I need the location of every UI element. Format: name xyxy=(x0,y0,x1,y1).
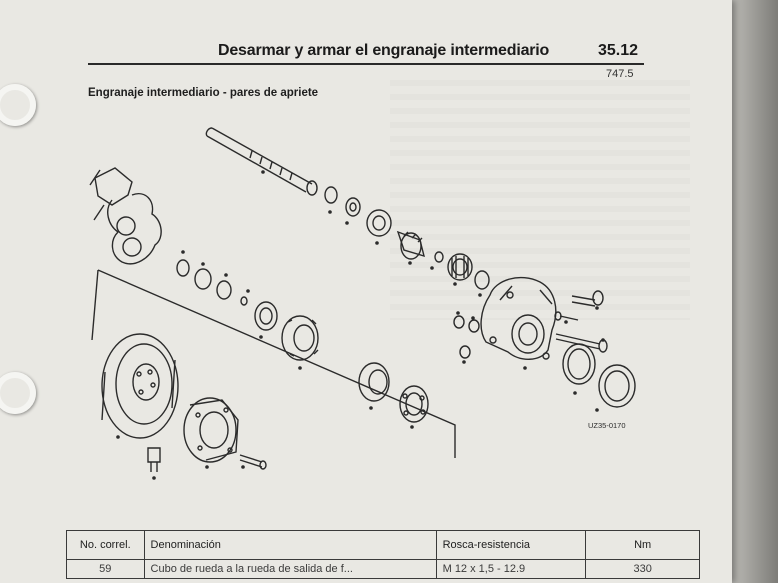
drawing-number: UZ35-0170 xyxy=(588,421,626,430)
col-header-torque: Nm xyxy=(585,530,700,560)
drive-wheel xyxy=(101,333,179,439)
roller-bearing xyxy=(399,385,429,423)
col-header-designation: Denominación xyxy=(143,530,437,560)
cell-torque: 330 xyxy=(585,559,700,579)
binder-ring xyxy=(0,372,36,414)
bleed-through-text xyxy=(390,80,690,320)
housing-fragment xyxy=(89,167,162,265)
cell-number: 59 xyxy=(66,559,145,579)
cell-thread: M 12 x 1,5 - 12.9 xyxy=(435,559,587,579)
col-header-number: No. correl. xyxy=(66,530,145,560)
binder-ring xyxy=(0,84,36,126)
pinion-gear xyxy=(396,230,425,260)
taper-bearing-1 xyxy=(254,301,278,331)
manual-page: Desarmar y armar el engranaje intermedia… xyxy=(0,0,732,583)
cover-housing xyxy=(480,276,557,360)
page-title: Desarmar y armar el engranaje intermedia… xyxy=(218,42,550,59)
model-code: 747.5 xyxy=(606,68,634,80)
wheel-hub xyxy=(183,397,239,463)
figure-subtitle: Engranaje intermediario - pares de aprie… xyxy=(88,87,319,99)
torque-table: No. correl. Denominación Rosca-resistenc… xyxy=(66,530,700,579)
needle-bearing xyxy=(447,253,473,281)
section-number: 35.12 xyxy=(598,42,639,59)
cell-designation: Cubo de rueda a la rueda de salida de f.… xyxy=(143,559,437,579)
table-row: 59 Cubo de rueda a la rueda de salida de… xyxy=(66,559,700,579)
header-rule xyxy=(88,63,644,65)
col-header-thread: Rosca-resistencia xyxy=(435,530,587,560)
input-shaft xyxy=(205,127,318,196)
bearing-large xyxy=(281,315,319,361)
taper-bearing-2 xyxy=(358,362,390,402)
exploded-view-diagram: UZ35-0170 xyxy=(89,127,636,480)
